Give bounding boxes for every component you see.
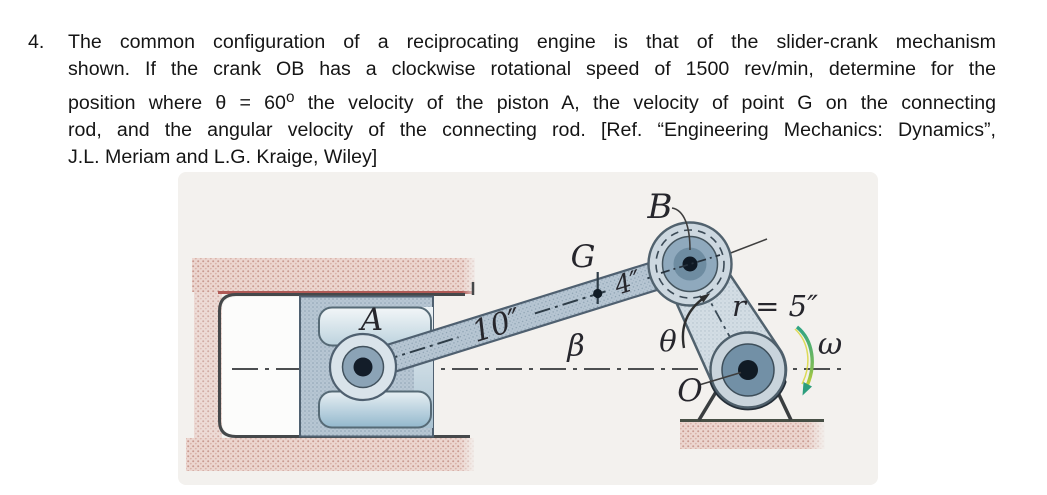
ground-block xyxy=(680,419,826,450)
omega-arrow-curve xyxy=(795,325,814,389)
problem-line-5: J.L. Meriam and L.G. Kraige, Wiley] xyxy=(68,146,378,169)
problem-line-3: position where θ = 60o the velocity of t… xyxy=(68,84,996,117)
cylinder-walls xyxy=(186,256,478,472)
label-beta: β xyxy=(566,329,584,364)
label-B: B xyxy=(647,187,673,227)
cylinder-chamber xyxy=(222,297,302,435)
label-omega: ω xyxy=(818,327,842,362)
problem-statement: 4. The common configuration of a recipro… xyxy=(28,29,996,171)
label-theta: θ xyxy=(659,324,676,358)
problem-line-3-post: the velocity of the piston A, the veloci… xyxy=(294,91,997,114)
label-A: A xyxy=(358,302,383,338)
omega-arrow xyxy=(794,325,814,396)
g-point xyxy=(593,288,603,299)
cylinder-wall-left xyxy=(194,258,222,469)
cylinder-outline xyxy=(218,293,470,438)
label-G: G xyxy=(571,239,596,275)
pin-O xyxy=(709,331,787,411)
problem-line-4: rod, and the angular velocity of the con… xyxy=(68,118,996,141)
theta-arc-curve xyxy=(681,296,706,349)
theta-arrowhead xyxy=(699,293,711,303)
label-O-leader xyxy=(698,371,742,386)
slider-crank-svg: 10″ 4″ A B G O θ xyxy=(178,172,878,485)
label-O: O xyxy=(677,373,702,409)
label-B-leader xyxy=(671,207,691,251)
degree-superscript: o xyxy=(285,88,295,106)
pin-B-center xyxy=(682,256,698,272)
wall-bottom-fade xyxy=(460,436,476,472)
slider-crank-figure: 10″ 4″ A B G O θ xyxy=(172,170,882,492)
problem-line-2: shown. If the crank OB has a clockwise r… xyxy=(68,58,996,81)
problem-line-1: The common configuration of a reciprocat… xyxy=(68,31,996,53)
pin-B-dashed-circle xyxy=(655,229,725,299)
problem-text: The common configuration of a reciprocat… xyxy=(68,29,996,171)
problem-number: 4. xyxy=(28,31,45,53)
pin-B xyxy=(647,221,733,307)
label-crank-radius: r = 5″ xyxy=(732,289,818,323)
ground-fade xyxy=(808,420,826,450)
problem-line-3-pre: position where θ = 60 xyxy=(68,91,286,114)
pin-B-axis-dash xyxy=(660,254,721,274)
pin-O-center xyxy=(738,360,758,380)
pin-A-center xyxy=(353,357,373,377)
pin-A xyxy=(328,332,398,402)
cylinder-wall-bottom xyxy=(186,438,474,471)
rod-axis-extension-right xyxy=(727,238,768,255)
theta-arc xyxy=(681,293,711,349)
omega-arrow-highlight xyxy=(794,328,809,385)
omega-arrowhead xyxy=(802,382,812,396)
wall-top-fade xyxy=(462,256,478,294)
cylinder-top-maroon-line xyxy=(218,291,472,294)
cylinder-wall-top xyxy=(192,258,475,292)
ground-hatch xyxy=(680,422,825,449)
